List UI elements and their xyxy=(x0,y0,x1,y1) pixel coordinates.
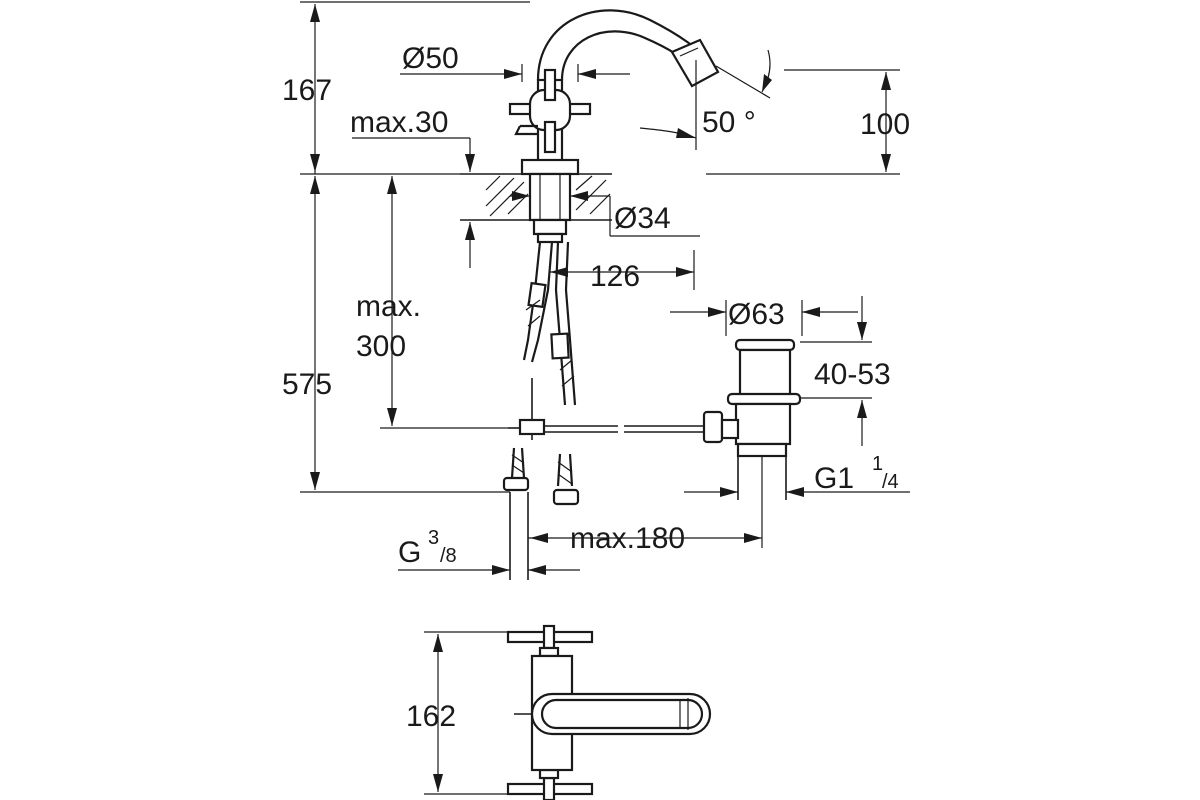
pop-up-waste xyxy=(702,338,802,548)
dim-angle-50: 50 ° xyxy=(702,106,756,139)
dim-thread-g1-denominator: /4 xyxy=(882,471,899,493)
dim-thread-g38-main: G xyxy=(398,536,421,569)
dim-width-126: 126 xyxy=(590,260,640,293)
dim-height-162: 162 xyxy=(406,700,456,733)
dim-thread-g1-main: G1 xyxy=(814,462,854,495)
dimension-labels: Ø50 167 max.30 50 ° 100 Ø34 126 max. 300… xyxy=(282,42,910,733)
dim-diameter-50: Ø50 xyxy=(402,42,459,75)
dim-diameter-34: Ø34 xyxy=(614,202,671,235)
dim-max-300-line2: 300 xyxy=(356,330,406,363)
dim-max-300-line1: max. xyxy=(356,290,421,323)
supply-connectors xyxy=(502,447,580,580)
dim-thread-g38-numerator: 3 xyxy=(428,527,439,549)
dim-range-40-53: 40-53 xyxy=(814,358,891,391)
pop-up-rod xyxy=(508,378,708,440)
dim-max-180: max.180 xyxy=(570,522,685,555)
faucet-side-view xyxy=(508,9,720,406)
dim-height-167: 167 xyxy=(282,74,332,107)
dim-max-30: max.30 xyxy=(350,106,448,139)
dim-thread-g1-numerator: 1 xyxy=(872,453,883,475)
dim-thread-g38-denominator: /8 xyxy=(440,545,457,567)
dim-height-100: 100 xyxy=(860,108,910,141)
faucet-top-view xyxy=(424,624,712,800)
dim-diameter-63: Ø63 xyxy=(728,298,785,331)
dimension-lines xyxy=(300,1,910,575)
dim-height-575: 575 xyxy=(282,368,332,401)
